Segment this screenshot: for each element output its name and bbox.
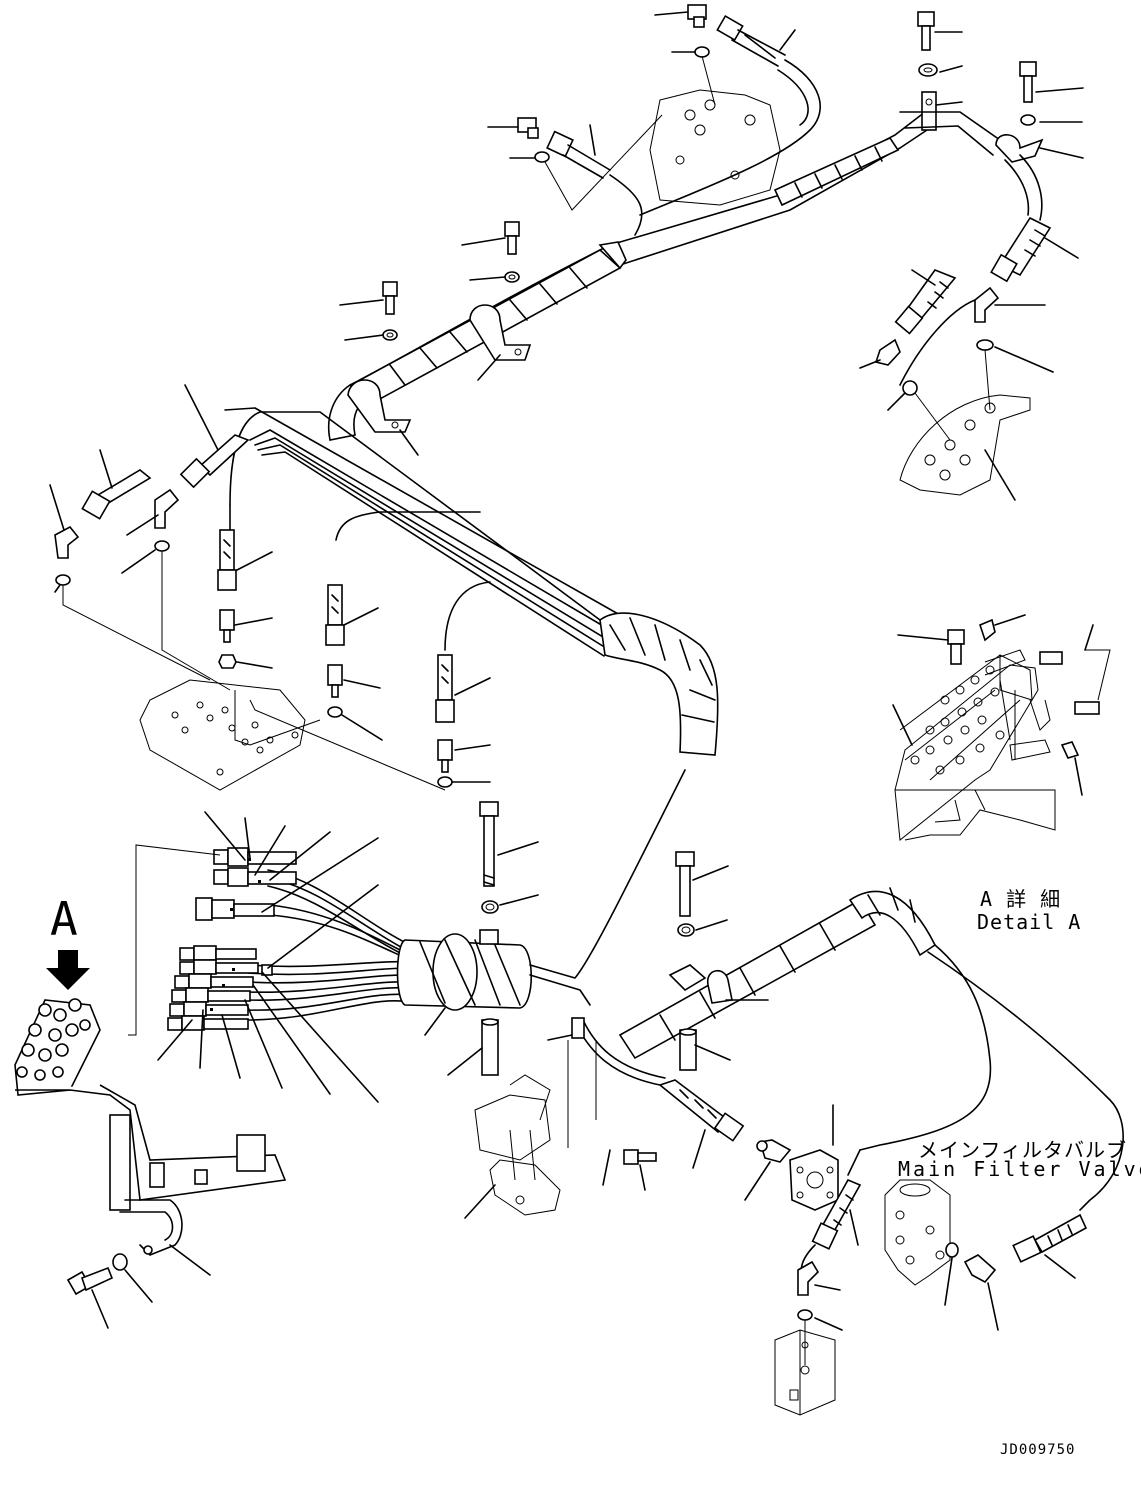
control-valve-assembly: [14, 998, 287, 1276]
view-a-label: A: [50, 892, 78, 946]
main-filter-valve-en-label: Main Filter Valve: [898, 1157, 1141, 1181]
sensor-hose-end: [658, 1079, 745, 1169]
multi-hose-bundle: [224, 407, 719, 756]
flange-plate: [789, 1104, 839, 1211]
lower-hose-bundle: [247, 769, 686, 1036]
sensor-clamp: [547, 1017, 585, 1041]
bolt-top-right-1: [917, 11, 963, 51]
detail-a-en-label: Detail A: [977, 910, 1082, 934]
lower-valve-block: [774, 1320, 836, 1416]
hose-end-2: [546, 124, 611, 179]
cluster-leaders: [157, 811, 379, 1103]
clamp-1: [469, 304, 532, 361]
hose-end-right-2: [894, 269, 957, 335]
hose-fitting-col-3: [435, 654, 491, 788]
hose-end-left-2: [81, 449, 152, 520]
hose-fitting-col-2: [325, 584, 383, 741]
clamp-2: [347, 379, 412, 433]
upper-hose-bundle: [327, 111, 931, 441]
hose-end-left-1: [179, 384, 250, 489]
detail-a-jp-label: A 詳 細: [980, 887, 1062, 911]
bracket-lower-center: [464, 1074, 561, 1219]
detail-a-drawing: [892, 614, 1111, 841]
main-filter-valve-body: [884, 1179, 951, 1286]
upper-mount-plate: [649, 89, 781, 206]
bracket-top-right: [921, 91, 963, 131]
hose-end-cluster: [167, 847, 297, 1031]
middle-mount-plate: [139, 679, 446, 791]
bolt-top-right-2: [1019, 61, 1084, 103]
hose-end-right: [990, 216, 1079, 283]
pressure-switch: [744, 1139, 792, 1201]
drawing-id: JD009750: [1000, 1442, 1076, 1458]
bolt-upper-2: [339, 281, 398, 315]
elbow-left-2: [49, 484, 80, 559]
bolt-bottom-left: [66, 1266, 114, 1329]
top-elbow-fitting: [654, 4, 707, 28]
hose-fitting-col-1: [217, 529, 273, 669]
top-hose-end: [716, 14, 796, 67]
bolt-upper-1: [461, 221, 520, 255]
elbow-fitting-2: [487, 117, 539, 139]
lower-elbow: [797, 1260, 841, 1296]
elbow-left-1: [126, 488, 180, 536]
valve-block-top-right: [899, 394, 1031, 501]
o-ring: [694, 46, 710, 58]
lower-hose-end: [811, 1178, 862, 1250]
filter-elbow: [963, 1254, 999, 1331]
small-bolt-lower: [602, 1149, 657, 1191]
long-bolt-center: [479, 801, 539, 887]
elbow-right: [974, 286, 1046, 323]
view-a-arrow: [46, 950, 90, 990]
right-hose-bundle: [618, 887, 1124, 1211]
bolt-right-center: [675, 851, 729, 917]
hose-clamp-right: [707, 970, 769, 1004]
elbow-right-2: [859, 338, 901, 369]
main-filter-valve-jp-label: メインフィルタバルブ: [918, 1138, 1127, 1162]
filter-hose-end: [1012, 1213, 1088, 1279]
clamp-top-right: [995, 134, 1084, 163]
